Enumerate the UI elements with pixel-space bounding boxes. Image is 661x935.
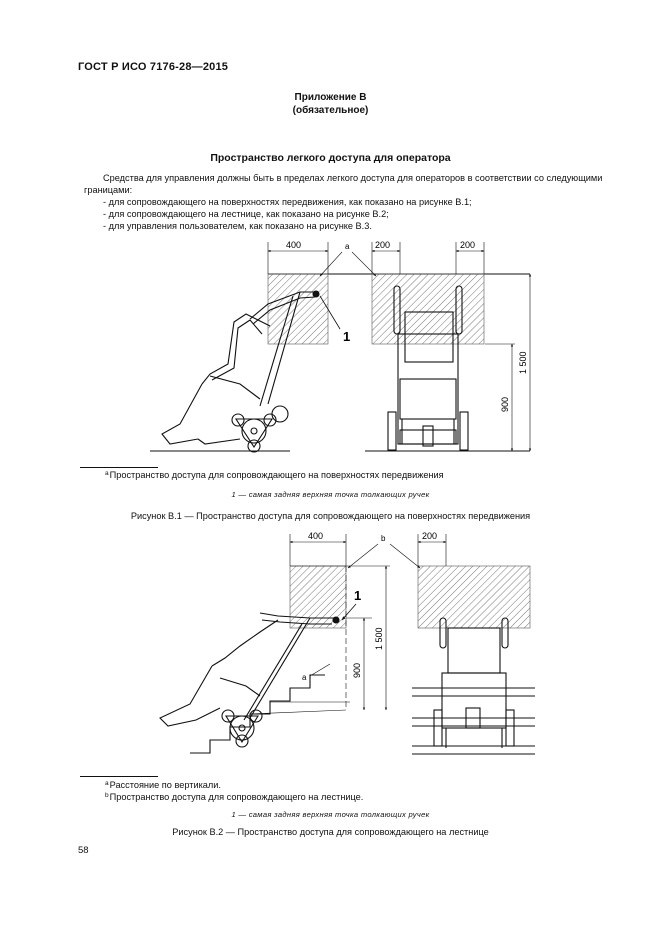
fig2-callout-1: 1 <box>354 588 361 603</box>
fig2-footnote-a: aРасстояние по вертикали. <box>105 780 221 790</box>
fig1-caption: Рисунок В.1 — Пространство доступа для с… <box>130 511 531 521</box>
fig2-wheelchair-side <box>159 612 340 748</box>
fig1-wheelchair-side <box>161 290 320 453</box>
fig1-legend-note: 1 — самая задняя верхняя точка толкающих… <box>231 490 430 499</box>
fig1-zone-left <box>267 273 329 345</box>
fig1-footnote-rule <box>80 467 158 468</box>
fig2-footnote-rule <box>80 776 158 777</box>
fig2-wheelchair-rear <box>412 617 535 755</box>
fig1-dim-left: 400 <box>286 240 301 250</box>
fig1-zone-right <box>371 273 485 345</box>
fig1-dim-right-right: 200 <box>460 240 475 250</box>
section-title: Пространство легкого доступа для операто… <box>210 152 451 164</box>
figure-1-drawing: 400 200 200 a 1 1 500 900 <box>150 240 532 453</box>
fig2-dim-height-lower: 900 <box>352 663 362 678</box>
fig2-footnote-b: bПространство доступа для сопровождающег… <box>105 792 364 802</box>
intro-paragraph: Средства для управления должны быть в пр… <box>84 173 603 196</box>
fig2-dim-left: 400 <box>308 531 323 541</box>
fig2-callout-b: b <box>381 534 386 543</box>
fig2-zone-right <box>417 565 531 629</box>
annex-title: Приложение В <box>294 92 367 103</box>
fig2-dim-height-total: 1 500 <box>374 627 384 650</box>
fig2-legend-note: 1 — самая задняя верхняя точка толкающих… <box>231 810 430 819</box>
intro-item-3: - для управления пользователем, как пока… <box>103 221 372 231</box>
fig1-callout-1: 1 <box>343 329 350 344</box>
fig1-dim-right-left: 200 <box>375 240 390 250</box>
fig1-callout-a: a <box>345 242 350 251</box>
fig1-wheelchair-rear <box>387 285 469 451</box>
fig2-callout-a: a <box>302 673 307 682</box>
fig1-dim-height-lower: 900 <box>500 397 510 412</box>
fig1-footnote-a: aПространство доступа для сопровождающег… <box>105 470 444 480</box>
fig2-caption: Рисунок В.2 — Пространство доступа для с… <box>172 827 489 837</box>
fig2-stairs <box>190 674 325 754</box>
annex-status: (обязательное) <box>292 105 369 116</box>
fig2-dim-right: 200 <box>422 531 437 541</box>
figure-2-drawing: 400 200 b 1 1 500 900 a <box>159 531 535 755</box>
intro-item-1: - для сопровождающего на поверхностях пе… <box>103 197 472 207</box>
intro-item-2: - для сопровождающего на лестнице, как п… <box>103 209 389 219</box>
document-header: ГОСТ Р ИСО 7176-28—2015 <box>78 61 229 73</box>
page-number: 58 <box>78 845 89 856</box>
fig1-dim-height-total: 1 500 <box>518 351 528 374</box>
